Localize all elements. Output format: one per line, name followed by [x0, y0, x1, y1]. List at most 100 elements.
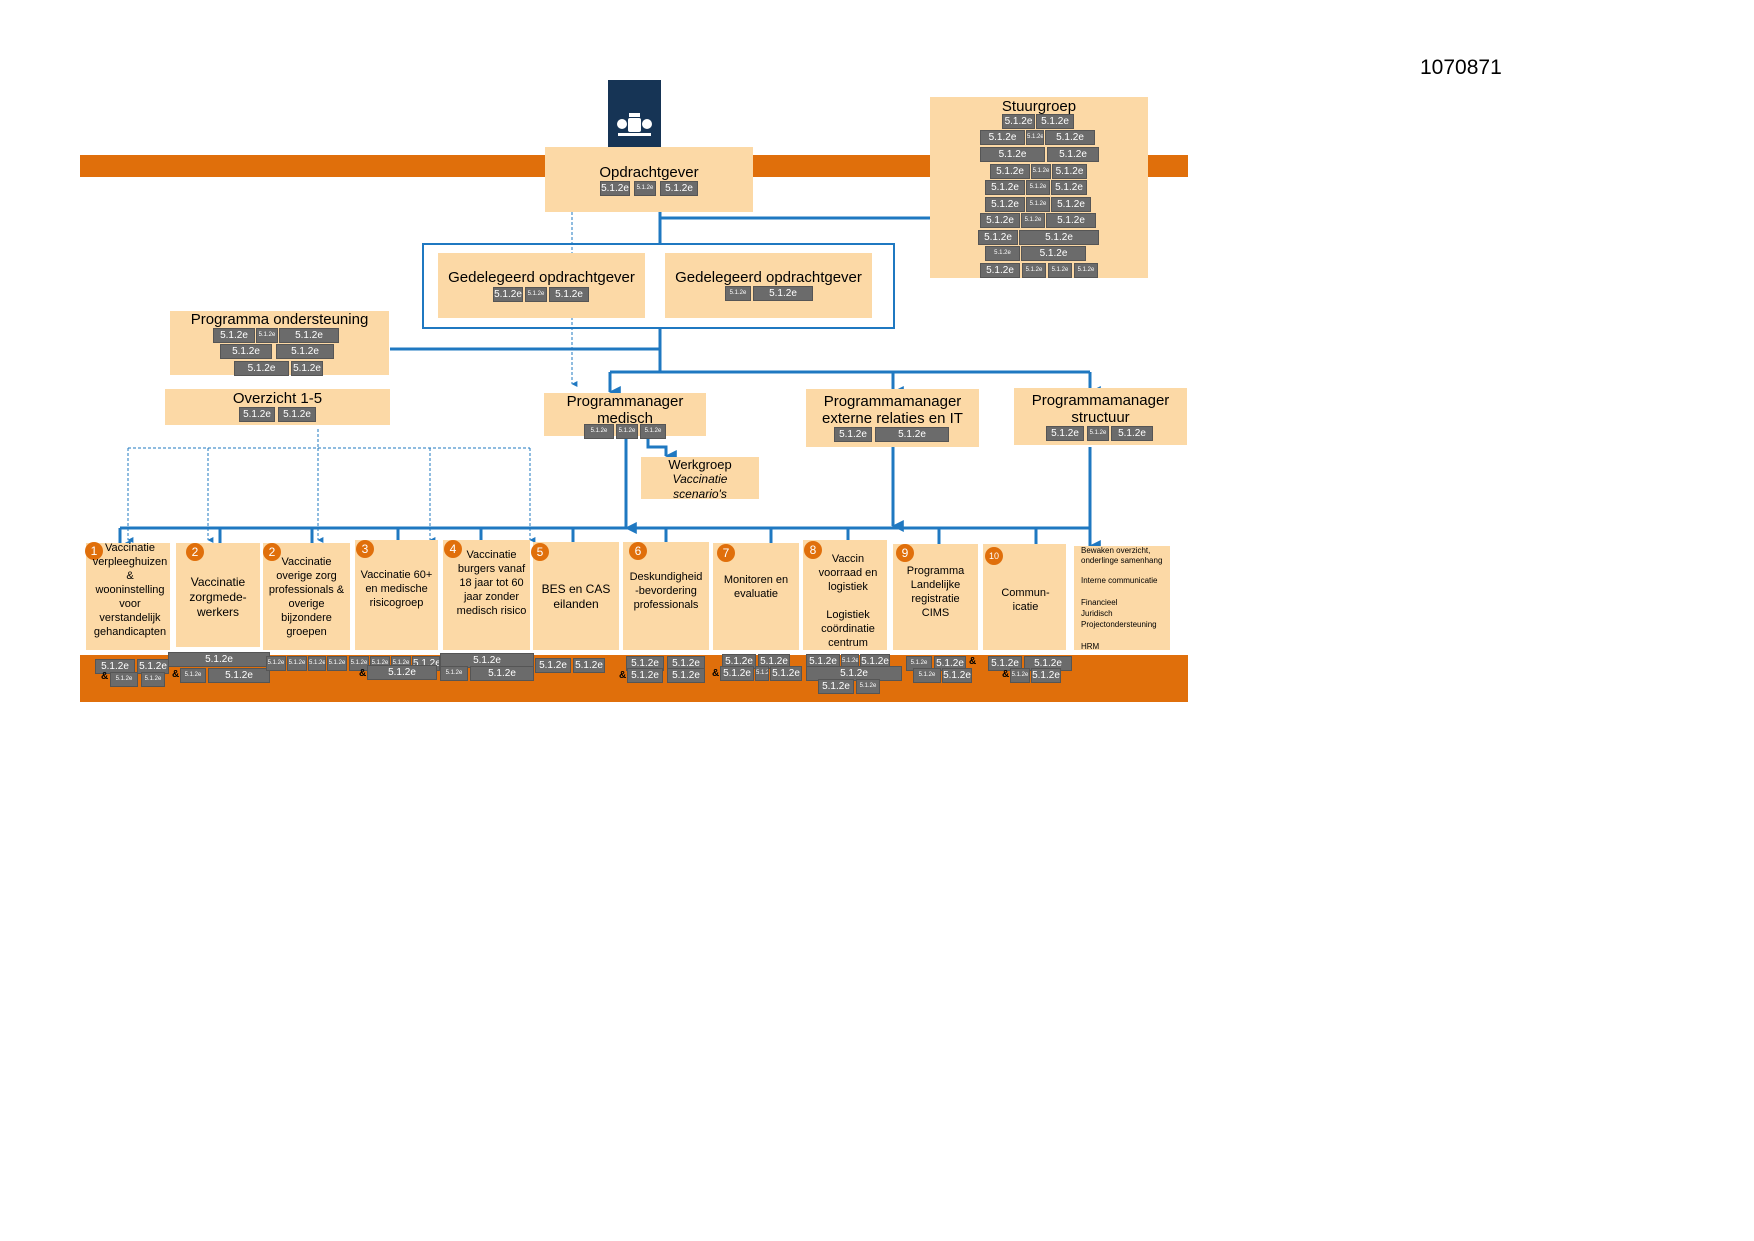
- redaction-mark: 5.1.2e: [1010, 668, 1030, 683]
- workstream-number-badge: 3: [356, 540, 374, 558]
- redaction-mark: 5.1.2e: [753, 286, 813, 301]
- redaction-mark: 5.1.2e: [1051, 180, 1087, 195]
- redaction-mark: 5.1.2e: [493, 287, 523, 302]
- ampersand: &: [1002, 669, 1010, 680]
- workstream-3-box: 3 Vaccinatie 60+ en medische risicogroep: [355, 540, 438, 650]
- structuur-item: Financieel: [1081, 598, 1118, 607]
- programmamanager-structuur-box: Programmamanager structuur 5.1.2e 5.1.2e…: [1014, 388, 1187, 445]
- redaction-mark: 5.1.2e: [985, 246, 1020, 261]
- redaction-mark: 5.1.2e: [1045, 130, 1095, 145]
- redaction-mark: 5.1.2e: [110, 672, 138, 687]
- redaction-mark: 5.1.2e: [834, 427, 872, 442]
- stuurgroep-title: Stuurgroep: [1001, 98, 1077, 115]
- redaction-mark: 5.1.2e: [1047, 147, 1099, 162]
- workstream-5-box: 5 BES en CAS eilanden: [531, 542, 619, 650]
- redaction-mark: 5.1.2e: [1074, 263, 1098, 278]
- redaction-mark: 5.1.2e: [220, 344, 272, 359]
- redaction-mark: 5.1.2e: [279, 328, 339, 343]
- redaction-mark: 5.1.2e: [616, 424, 638, 439]
- workstream-label: Vaccinatie burgers vanaf 18 jaar tot 60 …: [456, 549, 527, 617]
- redaction-mark: 5.1.2e: [770, 666, 802, 681]
- redaction-mark: 5.1.2e: [1021, 213, 1045, 228]
- redaction-mark: 5.1.2e: [667, 668, 705, 683]
- crest-icon: [617, 113, 652, 136]
- redaction-mark: 5.1.2e: [600, 181, 630, 196]
- workstream-label: Monitoren en evaluatie: [723, 574, 789, 600]
- redaction-mark: 5.1.2e: [549, 287, 589, 302]
- redaction-mark: 5.1.2e: [367, 665, 437, 680]
- redaction-mark: 5.1.2e: [806, 666, 902, 681]
- workstream-number-badge: 1: [85, 542, 103, 560]
- redaction-mark: 5.1.2e: [1022, 263, 1046, 278]
- gedelegeerd-opdrachtgever-box: Gedelegeerd opdrachtgever 5.1.2e 5.1.2e: [665, 253, 872, 318]
- redaction-mark: 5.1.2e: [278, 407, 316, 422]
- redaction-mark: 5.1.2e: [1036, 114, 1074, 129]
- ampersand: &: [101, 671, 109, 682]
- gedelegeerd-title: Gedelegeerd opdrachtgever: [675, 269, 862, 286]
- workstream-6-box: 6 Deskundigheid-bevordering professional…: [623, 542, 709, 650]
- redaction-mark: 5.1.2e: [856, 679, 880, 694]
- redaction-mark: 5.1.2e: [913, 668, 941, 683]
- redaction-mark: 5.1.2e: [1051, 197, 1091, 212]
- pm-medisch-title: Programmanager medisch: [566, 393, 684, 427]
- redaction-mark: 5.1.2e: [1031, 668, 1061, 683]
- redaction-mark: 5.1.2e: [1031, 164, 1051, 179]
- gedelegeerd-opdrachtgever-box: Gedelegeerd opdrachtgever 5.1.2e 5.1.2e …: [438, 253, 645, 318]
- structuur-item: HRM: [1081, 642, 1100, 651]
- rijksoverheid-logo: [608, 80, 661, 148]
- werkgroep-title: Werkgroep: [668, 457, 732, 472]
- redaction-mark: 5.1.2e: [875, 427, 949, 442]
- redaction-mark: 5.1.2e: [725, 286, 751, 301]
- workstream-label: Vaccinatie zorgmede-werkers: [189, 575, 247, 619]
- workstream-number-badge: 4: [444, 540, 462, 558]
- document-number: 1070871: [1420, 56, 1502, 79]
- redaction-mark: 5.1.2e: [758, 654, 790, 669]
- workstream-10-box: 10 Commun-icatie: [983, 544, 1066, 650]
- redaction-mark: 5.1.2e: [978, 230, 1018, 245]
- redaction-mark: 5.1.2e: [525, 287, 547, 302]
- workstream-label: Commun-icatie: [1001, 587, 1050, 613]
- workstream-8-box: 8 Vaccin voorraad en logistiek Logistiek…: [803, 540, 887, 650]
- workstream-number-badge: 2: [263, 543, 281, 561]
- redaction-mark: 5.1.2e: [1048, 263, 1072, 278]
- redaction-mark: 5.1.2e: [213, 328, 255, 343]
- redaction-mark: 5.1.2e: [980, 263, 1020, 278]
- redaction-mark: 5.1.2e: [627, 668, 663, 683]
- programmanager-medisch-box: Programmanager medisch 5.1.2e 5.1.2e 5.1…: [544, 393, 706, 439]
- programma-ondersteuning-box: Programma ondersteuning 5.1.2e 5.1.2e 5.…: [170, 311, 389, 376]
- redaction-mark: 5.1.2e: [349, 656, 369, 671]
- programma-ondersteuning-title: Programma ondersteuning: [190, 311, 369, 328]
- redaction-mark: 5.1.2e: [234, 361, 289, 376]
- redaction-mark: 5.1.2e: [573, 658, 605, 673]
- redaction-mark: 5.1.2e: [1046, 213, 1096, 228]
- redaction-mark: 5.1.2e: [256, 328, 278, 343]
- redaction-mark: 5.1.2e: [980, 213, 1020, 228]
- ampersand: &: [359, 668, 367, 679]
- workstream-label: Programma Landelijke registratie CIMS: [906, 565, 965, 619]
- redaction-mark: 5.1.2e: [168, 652, 270, 667]
- gedelegeerd-title: Gedelegeerd opdrachtgever: [448, 269, 635, 286]
- redaction-mark: 5.1.2e: [1019, 230, 1099, 245]
- redaction-mark: 5.1.2e: [980, 130, 1025, 145]
- redaction-mark: 5.1.2e: [985, 180, 1025, 195]
- workstream-9-box: 9 Programma Landelijke registratie CIMS: [893, 544, 978, 650]
- redaction-mark: 5.1.2e: [327, 656, 347, 671]
- ampersand: &: [712, 668, 720, 679]
- workstream-number-badge: 10: [985, 547, 1003, 565]
- redaction-mark: 5.1.2e: [535, 658, 571, 673]
- structuur-item: Interne communicatie: [1081, 576, 1158, 585]
- werkgroep-box: Werkgroep Vaccinatie scenario's: [641, 457, 759, 501]
- redaction-mark: 5.1.2e: [276, 344, 334, 359]
- redaction-mark: 5.1.2e: [1026, 197, 1050, 212]
- redaction-mark: 5.1.2e: [1026, 180, 1050, 195]
- redaction-mark: 5.1.2e: [1111, 426, 1153, 441]
- redaction-mark: 5.1.2e: [180, 668, 206, 683]
- stuurgroep-box: Stuurgroep 5.1.2e 5.1.2e 5.1.2e 5.1.2e 5…: [930, 97, 1148, 278]
- redaction-mark: 5.1.2e: [1052, 164, 1087, 179]
- workstream-number-badge: 6: [629, 542, 647, 560]
- redaction-mark: 5.1.2e: [308, 656, 326, 671]
- redaction-mark: 5.1.2e: [1087, 426, 1109, 441]
- workstream-4-box: 4 Vaccinatie burgers vanaf 18 jaar tot 6…: [443, 540, 530, 650]
- workstream-2b-box: 2 Vaccinatie overige zorg professionals …: [263, 543, 350, 650]
- workstream-number-badge: 2: [186, 543, 204, 561]
